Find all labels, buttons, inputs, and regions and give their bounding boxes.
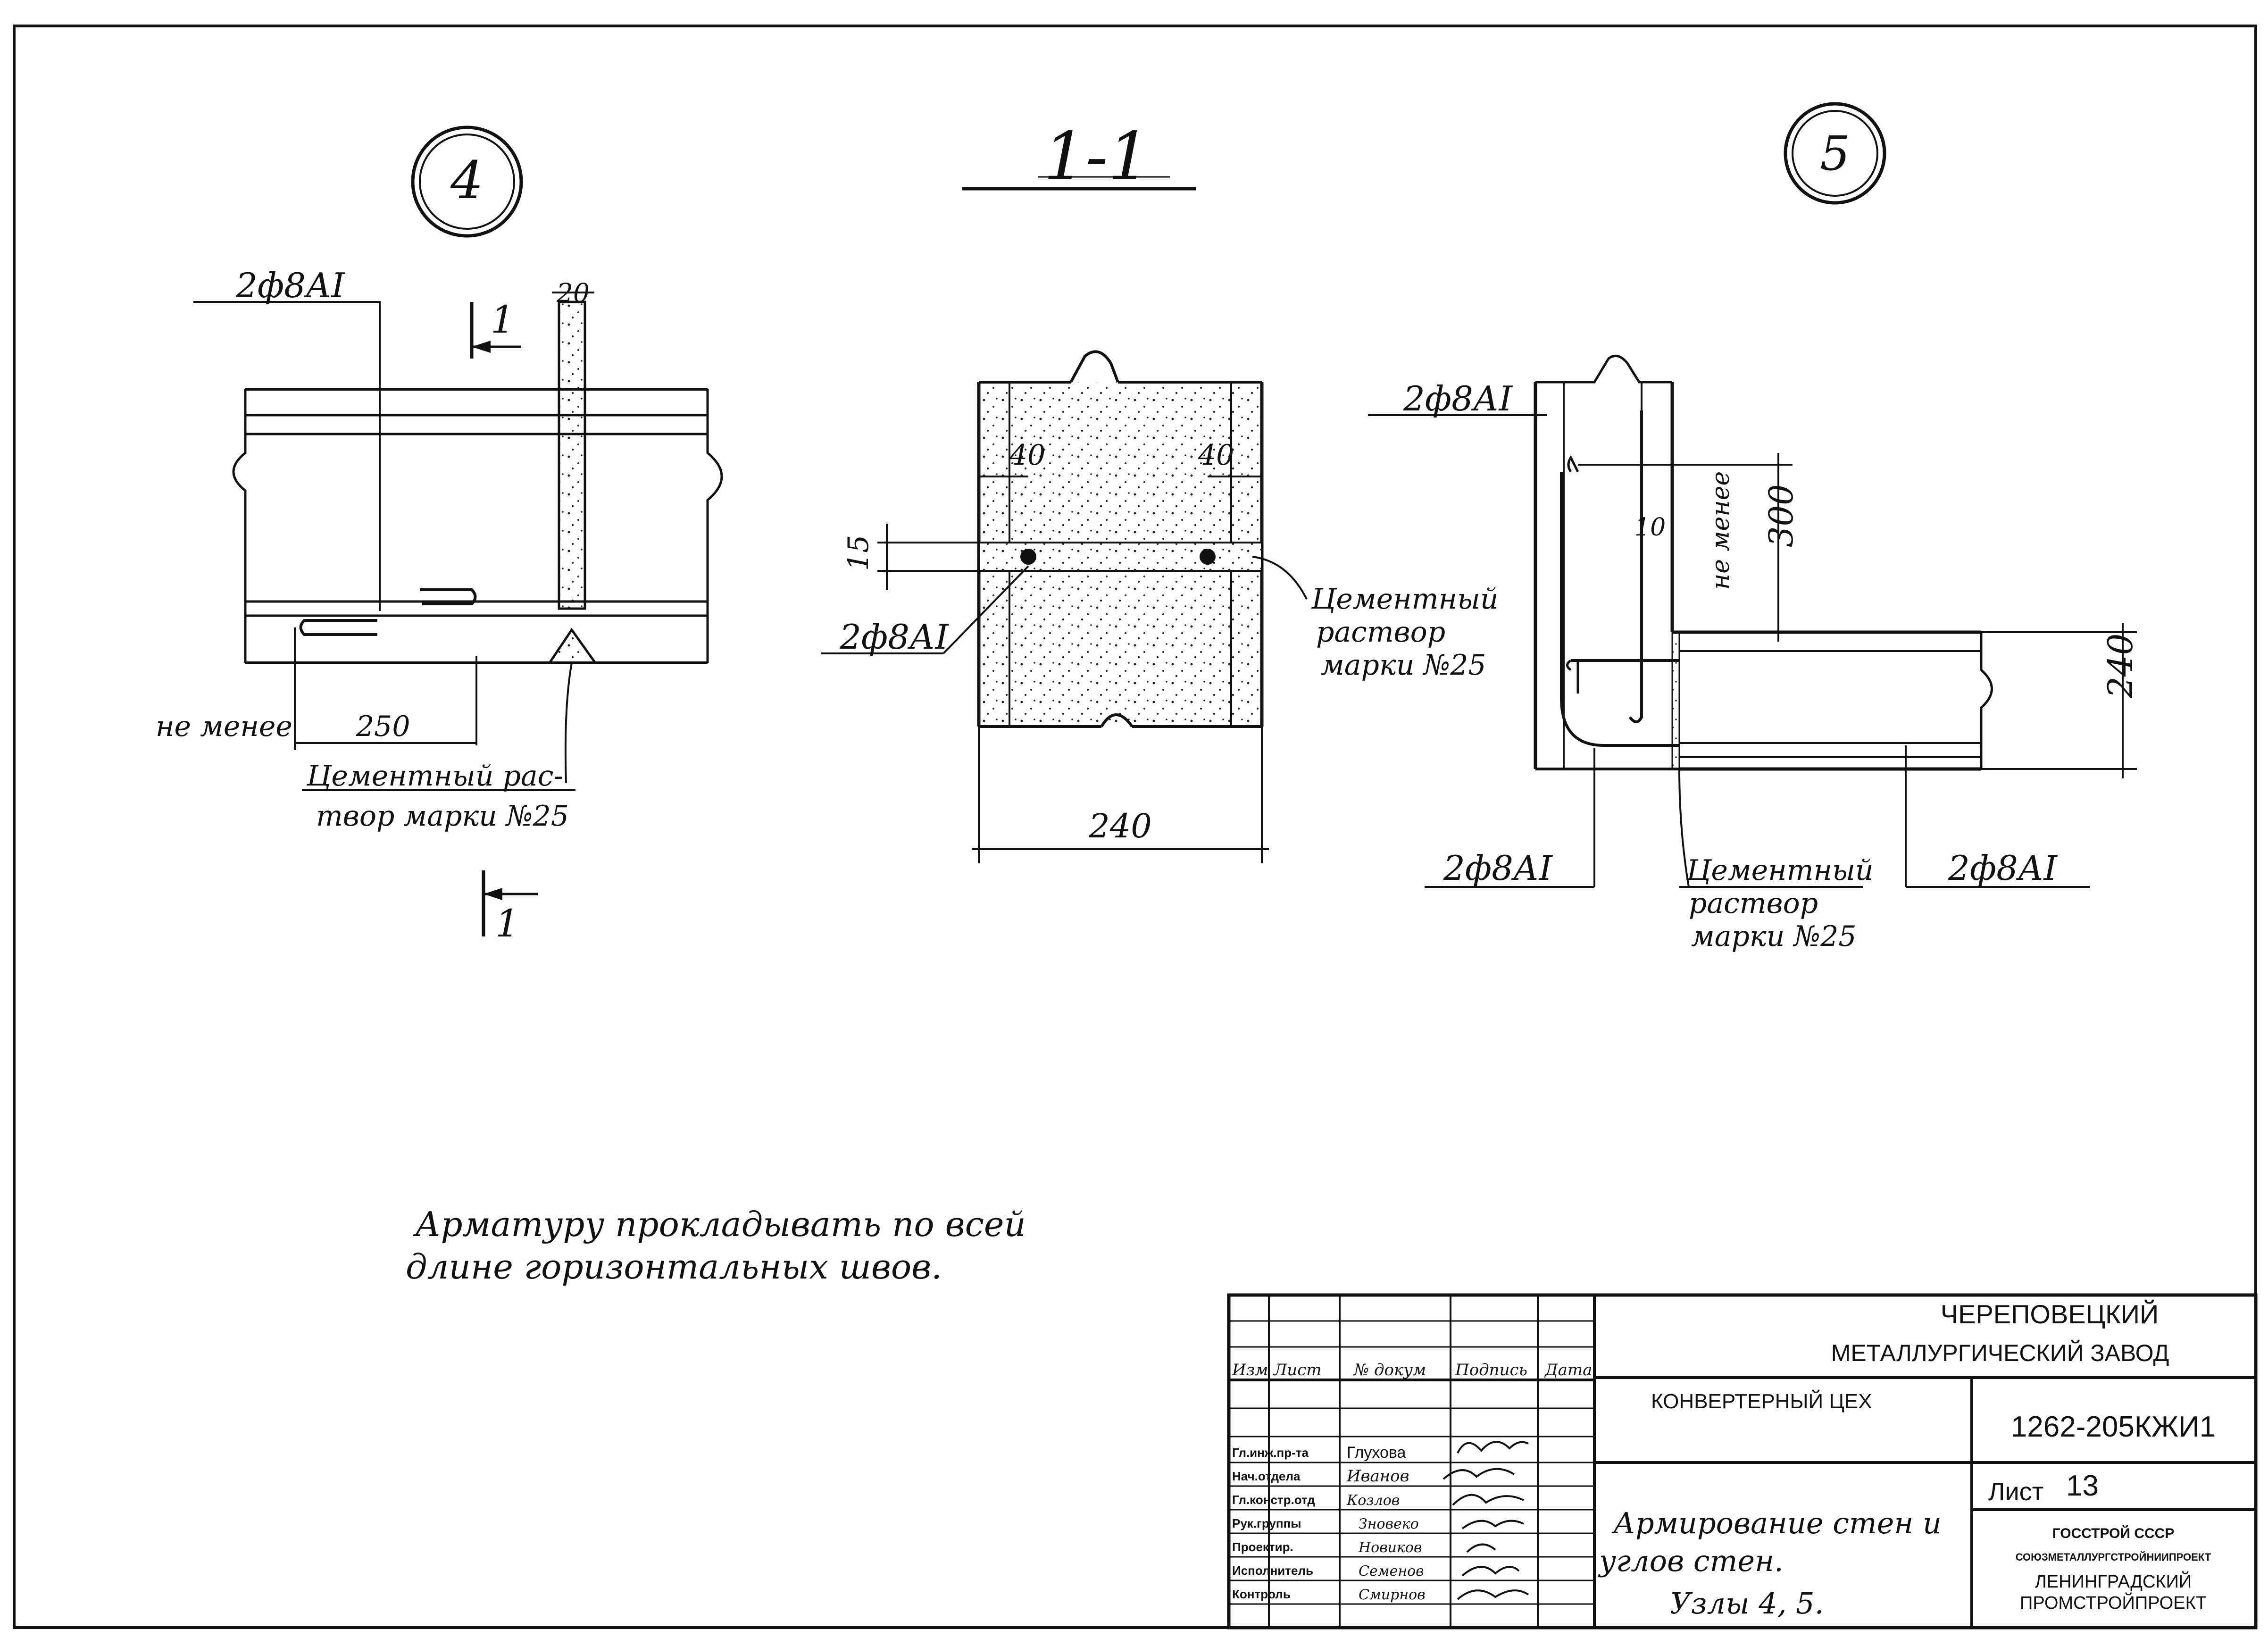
doc-code: 1262-205КЖИ1 [2011, 1411, 2216, 1443]
node-5-marker [1784, 102, 1886, 205]
issuer-line-4: ПРОМСТРОЙПРОЕКТ [2020, 1592, 2207, 1613]
signature-6 [1457, 1589, 1529, 1600]
node-4-rebar-label: 2ф8АI [235, 266, 346, 305]
name-3: Зновеко [1359, 1516, 1419, 1532]
section-title: 1-1 [1043, 118, 1150, 195]
section-rebar-label: 2ф8АI [839, 617, 950, 657]
rebar-bar-left [1020, 549, 1036, 565]
signature-3 [1461, 1520, 1524, 1529]
node-5-mortar-line-3: марки №25 [1691, 920, 1857, 953]
node-4-mortar-line-2: твор марки №25 [316, 800, 569, 833]
section-cut-bottom-label: 1 [495, 902, 519, 945]
subject-line-3: Узлы 4, 5. [1670, 1586, 1824, 1621]
node-5-rebar-bottom-right: 2ф8АI [1948, 848, 2058, 888]
role-executor: Исполнитель [1232, 1563, 1313, 1578]
name-4: Новиков [1358, 1539, 1422, 1556]
node-5-mortar-line-2: раствор [1689, 887, 1818, 920]
signature-0 [1457, 1441, 1529, 1454]
cover-dim-left: 40 [1009, 439, 1045, 472]
section-mortar-line-1: Цементный [1311, 583, 1499, 616]
node-5-mortar-line-1: Цементный [1686, 854, 1874, 887]
issuer-line-1: ГОССТРОЙ СССР [2052, 1525, 2175, 1541]
col-header-date: Дата [1544, 1361, 1592, 1379]
role-dept-head: Нач.отдела [1232, 1469, 1301, 1483]
role-chief-engineer: Гл.инж.пр-та [1232, 1446, 1309, 1460]
issuer-line-2: СОЮЗМЕТАЛЛУРГСТРОЙНИИПРОЕКТ [2016, 1551, 2211, 1563]
min-lap-value: 250 [356, 710, 410, 743]
issuer-line-3: ЛЕНИНГРАДСКИЙ [2035, 1571, 2192, 1592]
role-designer: Проектир. [1232, 1540, 1293, 1554]
min-lap-label: не менее [156, 710, 292, 743]
name-2: Козлов [1346, 1492, 1400, 1509]
role-control: Контроль [1232, 1587, 1291, 1601]
signature-4 [1466, 1543, 1496, 1553]
rebar-bar-right [1200, 549, 1216, 565]
role-chief-designer: Гл.констр.отд [1232, 1493, 1315, 1507]
col-header-doc: № докум [1353, 1361, 1426, 1379]
node-5-rebar-bottom-left: 2ф8АI [1443, 848, 1553, 888]
node-5-dim-10: 10 [1634, 513, 1666, 542]
role-group-lead: Рук.группы [1232, 1516, 1301, 1530]
col-header-sign: Подпись [1455, 1361, 1527, 1379]
subject-line-2: углов стен. [1598, 1544, 1784, 1578]
node-4-mortar-line-1: Цементный рас- [306, 760, 563, 793]
joint-width-label: 20 [556, 278, 590, 308]
name-0: Глухова [1347, 1444, 1406, 1462]
node-5-min-label: не менее [1707, 471, 1735, 590]
org-line-1: ЧЕРЕПОВЕЦКИЙ [1941, 1299, 2159, 1329]
general-note: Арматуру прокладывать по всей длине гори… [406, 1204, 1026, 1287]
signature-5 [1461, 1566, 1520, 1577]
sheet-label: Лист [1988, 1478, 2043, 1506]
node-4-number: 4 [450, 150, 484, 210]
node-5-detail: 5 2ф8АI не менее 300 10 [1368, 102, 2140, 953]
node-4-marker [411, 125, 523, 238]
node-4-detail: 4 2ф8АI 1 20 не менее 250 [156, 125, 723, 945]
name-6: Смирнов [1359, 1587, 1426, 1603]
note-line-1: Арматуру прокладывать по всей [413, 1204, 1026, 1244]
cover-dim-right: 40 [1198, 439, 1234, 472]
seam-dim: 15 [842, 535, 875, 571]
col-header-izm: Изм [1232, 1361, 1268, 1379]
signature-1 [1443, 1468, 1515, 1480]
section-width-dim: 240 [1088, 807, 1152, 845]
section-mortar-line-3: марки №25 [1321, 649, 1486, 682]
section-cut-top-label: 1 [491, 298, 515, 342]
name-1: Иванов [1346, 1467, 1409, 1486]
node-5-number: 5 [1820, 126, 1850, 181]
shop-name: КОНВЕРТЕРНЫЙ ЦЕХ [1651, 1389, 1872, 1413]
title-block: Изм Лист № докум Подпись Дата Гл.инж.пр-… [1227, 1293, 2258, 1630]
node-5-rebar-top-label: 2ф8АI [1403, 379, 1513, 418]
sheet-number: 13 [2066, 1470, 2099, 1502]
name-5: Семенов [1359, 1563, 1424, 1580]
org-line-2: МЕТАЛЛУРГИЧЕСКИЙ ЗАВОД [1831, 1339, 2169, 1366]
section-mortar-line-2: раствор [1316, 616, 1445, 649]
signature-2 [1452, 1494, 1524, 1506]
node-5-min-value: 300 [1762, 484, 1801, 547]
subject-line-1: Армирование стен и [1611, 1506, 1942, 1540]
sheet-frame [13, 25, 2257, 1629]
node-5-dim-240: 240 [2101, 634, 2140, 699]
col-header-list: Лист [1273, 1361, 1322, 1379]
section-1-1-detail: 1-1 40 40 15 2ф8АI [821, 118, 1499, 863]
note-line-2: длине горизонтальных швов. [406, 1247, 942, 1287]
